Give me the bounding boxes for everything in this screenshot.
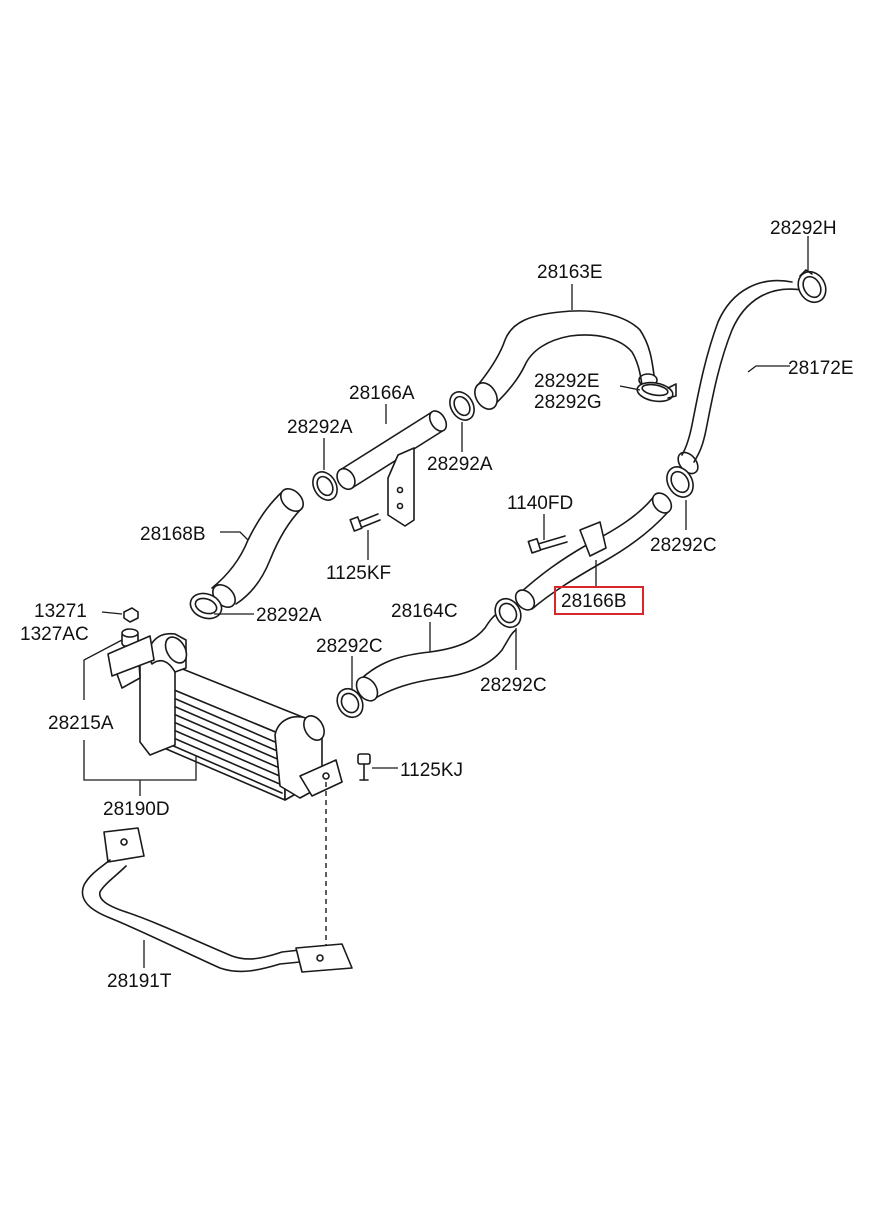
label-28292c-1: 28292C [650, 535, 717, 556]
clamp-28292c-upper [666, 466, 694, 498]
pipe-28166a [336, 410, 448, 527]
label-28292e: 28292E [534, 371, 600, 392]
label-28215a: 28215A [48, 713, 114, 734]
label-28292c-3: 28292C [480, 675, 547, 696]
clamp-28292e-28292g [636, 381, 677, 403]
support-28191t [81, 827, 353, 973]
nut-13271 [123, 607, 139, 623]
intercooler-28190d [107, 632, 343, 801]
label-28292h: 28292H [770, 218, 837, 239]
label-28292c-2: 28292C [316, 636, 383, 657]
label-1125kj: 1125KJ [400, 760, 463, 781]
clamp-28292a-upper-right [449, 391, 475, 421]
bolt-1140fd [527, 535, 568, 554]
pipe-28166b [514, 492, 673, 611]
clamp-28292h [797, 269, 827, 304]
label-1327ac: 1327AC [20, 624, 89, 645]
bolt-1125kf [349, 513, 381, 532]
clamp-28292c-middle [494, 597, 522, 629]
label-28292g: 28292G [534, 392, 602, 413]
label-28166b: 28166B [561, 591, 627, 612]
label-28172e: 28172E [788, 358, 854, 379]
bolt-1125kj [357, 753, 371, 781]
label-1140fd: 1140FD [507, 493, 573, 514]
clamp-28292a-lower [189, 592, 223, 620]
label-13271: 13271 [34, 601, 87, 622]
leader-lines [83, 236, 809, 968]
hose-28168b [211, 488, 304, 608]
hose-28172e [677, 279, 803, 475]
hose-28163e [474, 310, 658, 410]
label-28292a-2: 28292A [427, 454, 493, 475]
clamp-28292c-lower [336, 687, 364, 719]
label-28292a-3: 28292A [256, 605, 322, 626]
highlight-28166b [554, 586, 644, 615]
part-labels: 28292H 28163E 28172E 28292E 28292G 28166… [20, 218, 854, 992]
label-28164c: 28164C [391, 601, 458, 622]
clamp-28292a-upper-left [312, 471, 338, 501]
hose-28164c [355, 611, 517, 702]
label-28166a: 28166A [349, 383, 415, 404]
label-28190d: 28190D [103, 799, 170, 820]
label-28168b: 28168B [140, 524, 206, 545]
label-28191t: 28191T [107, 971, 172, 992]
label-28292a-1: 28292A [287, 417, 353, 438]
label-28163e: 28163E [537, 262, 603, 283]
label-1125kf: 1125KF [326, 563, 391, 584]
